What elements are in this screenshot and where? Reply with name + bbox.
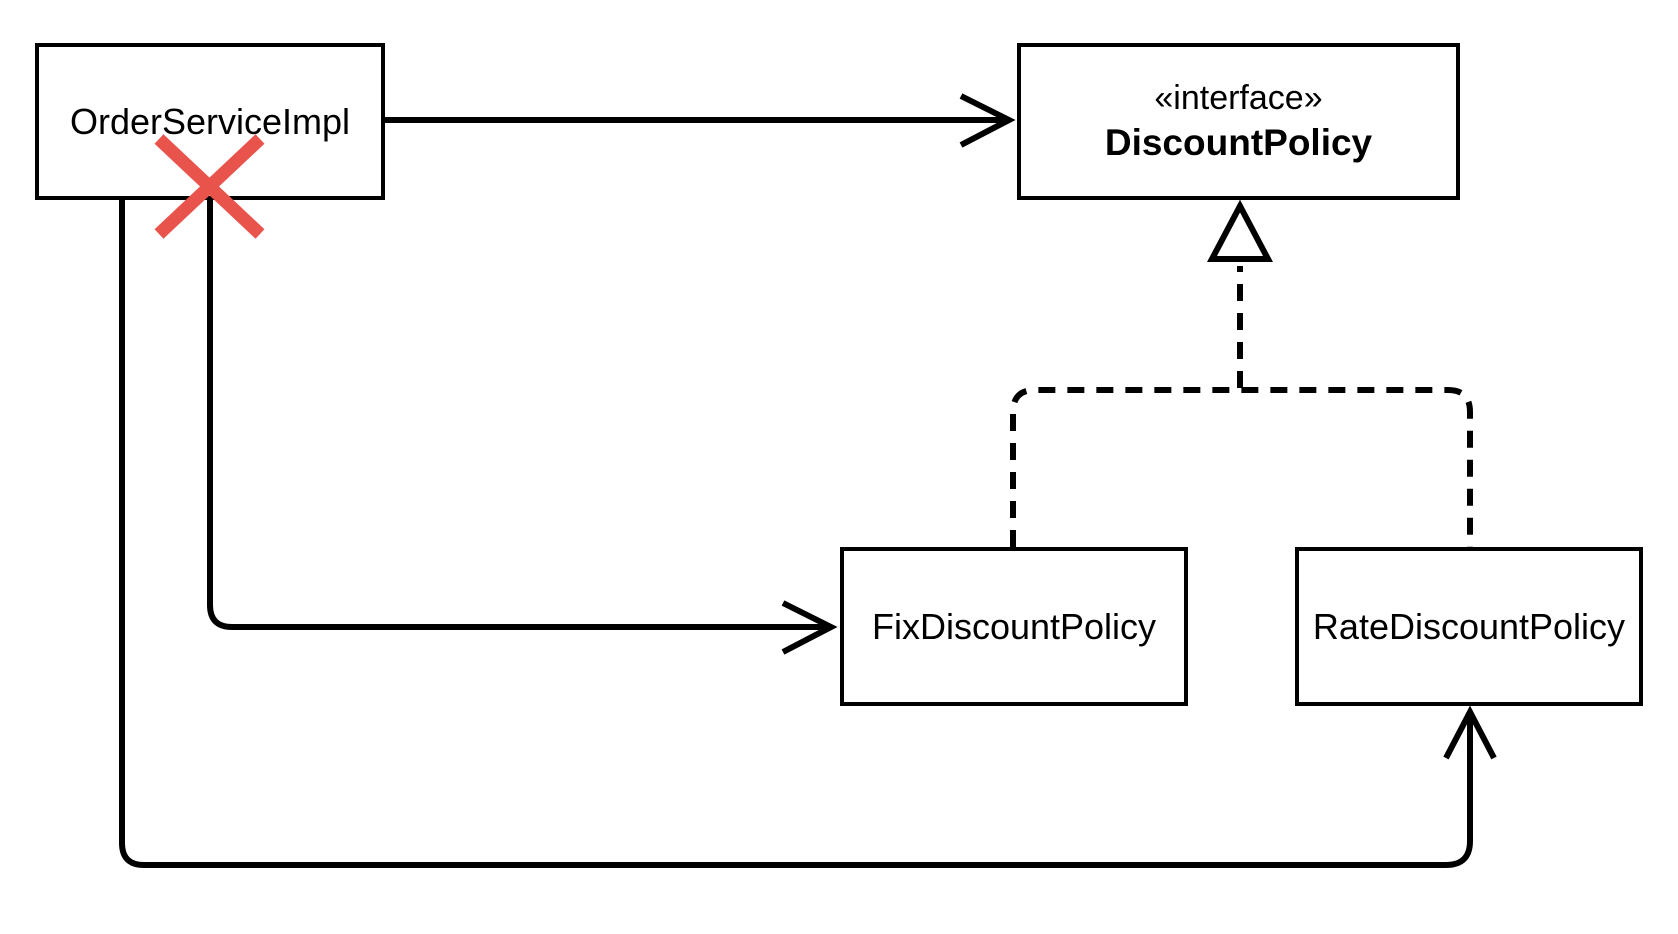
dependency-arrow-order-to-interface	[385, 93, 1016, 148]
interface-stereotype-label: «interface»	[1154, 79, 1323, 118]
realization-dashed-lines	[1010, 266, 1473, 547]
class-name-label: FixDiscountPolicy	[871, 605, 1157, 647]
interface-node-discount-policy: «interface» DiscountPolicy	[1017, 43, 1460, 200]
class-name-label: RateDiscountPolicy	[1312, 605, 1626, 647]
class-name-label: OrderServiceImpl	[69, 100, 351, 142]
class-node-fix-discount-policy: FixDiscountPolicy	[840, 547, 1188, 706]
hollow-triangle-icon	[1207, 199, 1273, 262]
dependency-arrow-order-to-rate	[119, 200, 1497, 868]
class-node-rate-discount-policy: RateDiscountPolicy	[1295, 547, 1643, 706]
class-node-order-service-impl: OrderServiceImpl	[35, 43, 385, 200]
interface-name-label: DiscountPolicy	[1104, 121, 1373, 163]
dependency-arrow-order-to-fix	[207, 200, 838, 655]
